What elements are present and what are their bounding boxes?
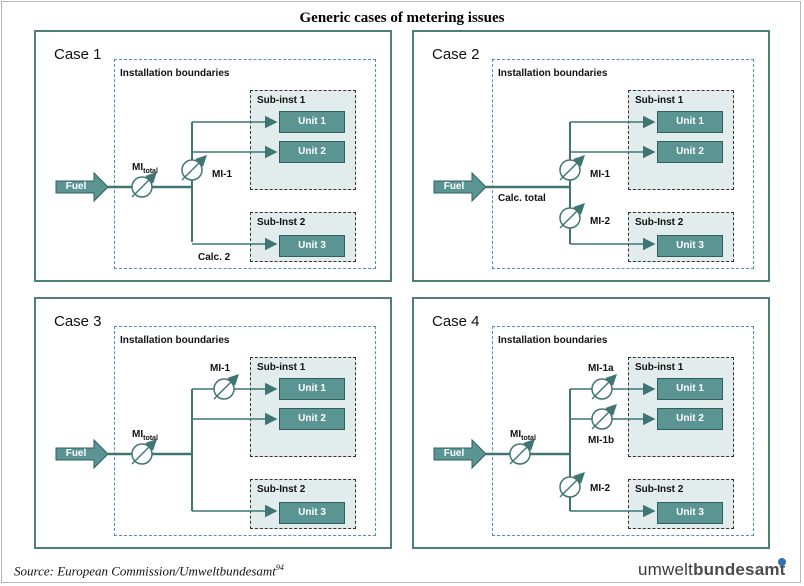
- figure-title: Generic cases of metering issues: [299, 10, 505, 26]
- installation-boundary: [114, 326, 376, 536]
- sub-inst-1-box: Sub-inst 1 Unit 1 Unit 2: [250, 357, 356, 457]
- unit-1: Unit 1: [657, 378, 723, 400]
- umweltbundesamt-logo: umweltbundesamt: [638, 560, 786, 579]
- sub-inst-2-box: Sub-Inst 2 Unit 3: [628, 212, 734, 262]
- unit-2: Unit 2: [279, 141, 345, 163]
- case-label: Case 4: [432, 313, 480, 330]
- meter-total-icon: [131, 172, 157, 198]
- source-caption: Source: European Commission/Umweltbundes…: [14, 563, 284, 579]
- sub-inst-1-label: Sub-inst 1: [257, 95, 306, 106]
- meter-mi-1b-icon: [591, 404, 617, 430]
- meter-label-1b: MI-1b: [588, 435, 615, 446]
- meter-label: MI-1: [212, 169, 232, 180]
- meter-label-2: MI-2: [590, 483, 610, 494]
- unit-3: Unit 3: [657, 502, 723, 524]
- sub-inst-2-label: Sub-Inst 2: [635, 484, 684, 495]
- fuel-arrow: [433, 438, 487, 470]
- sub-inst-1-label: Sub-inst 1: [635, 95, 684, 106]
- meter-mi-1-icon: [181, 155, 207, 181]
- case-label: Case 3: [54, 313, 102, 330]
- meter-mi-1-icon: [213, 374, 239, 400]
- meter-label-1a: MI-1a: [588, 363, 614, 374]
- unit-2: Unit 2: [657, 141, 723, 163]
- installation-boundary: [492, 326, 754, 536]
- meter-total-icon: [131, 439, 157, 465]
- case-2-panel: Case 2 Installation boundaries Sub-inst …: [412, 30, 770, 282]
- unit-1: Unit 1: [279, 111, 345, 133]
- flow-lines: [433, 374, 656, 518]
- sub-inst-2-label: Sub-Inst 2: [635, 217, 684, 228]
- unit-3: Unit 3: [279, 502, 345, 524]
- calc-label: Calc. total: [498, 193, 546, 204]
- case-label: Case 2: [432, 46, 480, 63]
- meter-label-1: MI-1: [590, 169, 610, 180]
- installation-boundary: [492, 59, 754, 269]
- installation-boundaries-label: Installation boundaries: [120, 335, 230, 346]
- sub-inst-1-box: Sub-inst 1 Unit 1 Unit 2: [250, 90, 356, 190]
- fuel-arrow: [55, 171, 109, 203]
- sub-inst-1-label: Sub-inst 1: [257, 362, 306, 373]
- meter-mi-1a-icon: [591, 374, 617, 400]
- fuel-label: Fuel: [65, 181, 87, 192]
- fuel-label: Fuel: [65, 448, 87, 459]
- fuel-label: Fuel: [443, 181, 465, 192]
- case-4-panel: Case 4 Installation boundaries Sub-inst …: [412, 297, 770, 549]
- flow-lines: [433, 115, 656, 251]
- mi-total-label: MItotal: [132, 162, 158, 175]
- flow-lines: [55, 374, 278, 518]
- sub-inst-2-label: Sub-Inst 2: [257, 484, 306, 495]
- unit-3: Unit 3: [657, 235, 723, 257]
- sub-inst-2-box: Sub-Inst 2 Unit 3: [250, 212, 356, 262]
- sub-inst-2-box: Sub-Inst 2 Unit 3: [250, 479, 356, 529]
- case-3-panel: Case 3 Installation boundaries Sub-inst …: [34, 297, 392, 549]
- installation-boundaries-label: Installation boundaries: [498, 335, 608, 346]
- sub-inst-1-box: Sub-inst 1 Unit 1 Unit 2: [628, 90, 734, 190]
- meter-label: MI-1: [210, 363, 230, 374]
- installation-boundary: [114, 59, 376, 269]
- meter-mi-2-icon: [559, 472, 585, 498]
- unit-1: Unit 1: [657, 111, 723, 133]
- unit-2: Unit 2: [279, 408, 345, 430]
- mi-total-label: MItotal: [132, 429, 158, 442]
- calc-label: Calc. 2: [198, 252, 231, 263]
- fuel-arrow: [433, 171, 487, 203]
- meter-mi-1-icon: [559, 155, 585, 181]
- case-1-panel: Case 1 Installation boundaries Sub-inst …: [34, 30, 392, 282]
- fuel-arrow: [55, 438, 109, 470]
- sub-inst-2-box: Sub-Inst 2 Unit 3: [628, 479, 734, 529]
- unit-2: Unit 2: [657, 408, 723, 430]
- fuel-label: Fuel: [443, 448, 465, 459]
- unit-1: Unit 1: [279, 378, 345, 400]
- sub-inst-2-label: Sub-Inst 2: [257, 217, 306, 228]
- flow-lines: [55, 115, 278, 251]
- installation-boundaries-label: Installation boundaries: [498, 68, 608, 79]
- mi-total-label: MItotal: [510, 429, 536, 442]
- unit-3: Unit 3: [279, 235, 345, 257]
- meter-mi-2-icon: [559, 203, 585, 229]
- logo-dot-icon: [778, 558, 786, 566]
- meter-total-icon: [509, 439, 535, 465]
- case-label: Case 1: [54, 46, 102, 63]
- installation-boundaries-label: Installation boundaries: [120, 68, 230, 79]
- meter-label-2: MI-2: [590, 216, 610, 227]
- sub-inst-1-box: Sub-inst 1 Unit 1 Unit 2: [628, 357, 734, 457]
- sub-inst-1-label: Sub-inst 1: [635, 362, 684, 373]
